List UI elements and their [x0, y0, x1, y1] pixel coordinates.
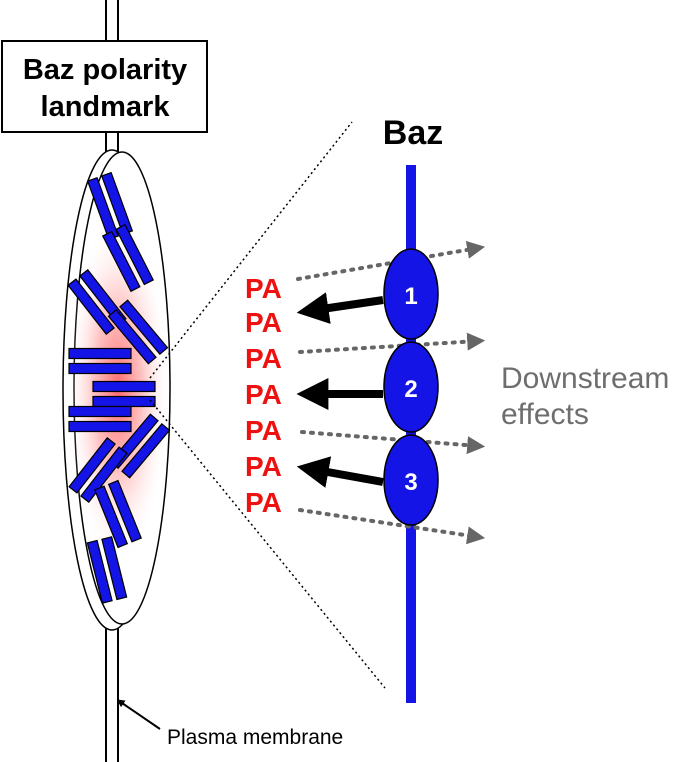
pa-label-7: PA [245, 487, 282, 518]
baz-cluster-bar-8 [107, 309, 157, 365]
baz-cluster-bar-10 [68, 362, 132, 375]
pa-label-1: PA [245, 273, 282, 304]
baz-cluster-bar-6 [67, 278, 115, 335]
baz-domains: 1 2 3 [383, 248, 439, 526]
baz-label: Baz [383, 114, 443, 152]
pa-label-6: PA [245, 451, 282, 482]
domain-1 [383, 248, 439, 340]
baz-cluster-bar-7 [119, 299, 169, 355]
baz-cluster-bar-17 [68, 437, 116, 494]
baz-cluster-bar-3 [115, 223, 155, 286]
pa-label-4: PA [245, 379, 282, 410]
domain-1-number: 1 [404, 283, 417, 310]
binding-arrow-1 [296, 292, 384, 324]
pa-label-5: PA [245, 415, 282, 446]
zoom-lines [149, 121, 386, 689]
downstream-label-line-2: effects [501, 398, 589, 431]
baz-cluster-bar-19 [107, 479, 142, 543]
baz-cluster-bar-16 [121, 423, 171, 479]
baz-cluster-bar-14 [68, 420, 132, 433]
pa-label-3: PA [245, 343, 282, 374]
landmark-label-box: Baz polarity landmark [1, 40, 208, 133]
plasma-membrane-arrow [116, 699, 161, 730]
downstream-label-line-1: Downstream [501, 362, 669, 395]
baz-cluster-bar-18 [80, 446, 128, 503]
plasma-membrane-callout: Plasma membrane [116, 699, 343, 749]
domain-2 [383, 341, 439, 433]
binding-arrow-3 [296, 456, 384, 488]
domain-2-number: 2 [404, 376, 417, 403]
domain-3-number: 3 [404, 469, 417, 496]
downstream-label: Downstream effects [501, 362, 669, 431]
baz-cluster-bar-13 [68, 405, 132, 418]
downstream-arrows [296, 240, 486, 545]
plasma-membrane-label: Plasma membrane [167, 726, 343, 749]
baz-cluster-bar-11 [92, 380, 156, 393]
baz-cluster-bar-4 [101, 230, 141, 293]
downstream-arrow-3 [300, 430, 486, 455]
pa-labels: PA PA PA PA PA PA PA [245, 273, 282, 518]
binding-arrows [296, 292, 384, 488]
baz-cluster-bar-22 [86, 539, 113, 604]
baz-cluster-bar-21 [101, 536, 128, 601]
baz-cluster-bar-12 [92, 395, 156, 408]
baz-clusters [67, 171, 171, 604]
baz-cluster-bar-9 [68, 347, 132, 360]
downstream-arrow-2 [298, 332, 486, 354]
landmark-label-line-2: landmark [41, 91, 171, 123]
landmark-label-line-1: Baz polarity [23, 54, 187, 86]
domain-3 [383, 434, 439, 526]
downstream-arrow-1 [296, 240, 486, 281]
baz-cluster-bar-20 [94, 485, 129, 549]
downstream-arrow-4 [298, 508, 486, 545]
pa-label-2: PA [245, 307, 282, 338]
